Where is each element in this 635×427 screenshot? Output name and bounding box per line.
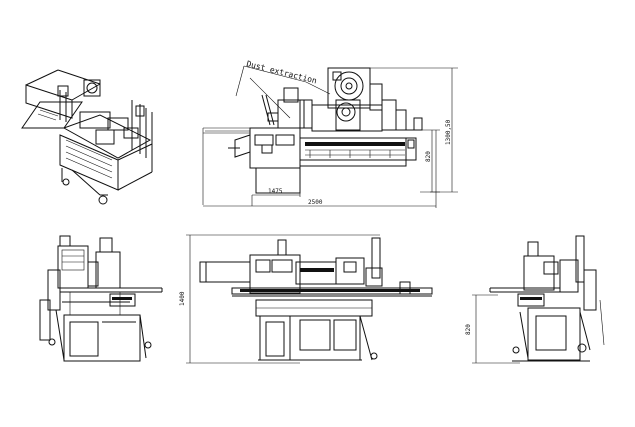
side-view-right: 820 — [465, 235, 605, 364]
dim-1400: 1400 — [179, 291, 186, 306]
dim-820-top: 820 — [425, 151, 432, 162]
dim-820-side: 820 — [465, 324, 472, 335]
dust-extraction-label: Dust extraction — [246, 59, 318, 85]
isometric-view — [21, 69, 153, 205]
top-view: Dust extraction 1475 2500 820 1300,50 — [202, 59, 458, 208]
side-view-left — [39, 235, 163, 362]
front-view: 1400 — [179, 234, 433, 364]
dim-2500: 2500 — [308, 199, 323, 206]
dim-1475: 1475 — [268, 188, 283, 195]
dim-1300-50: 1300,50 — [445, 119, 452, 145]
